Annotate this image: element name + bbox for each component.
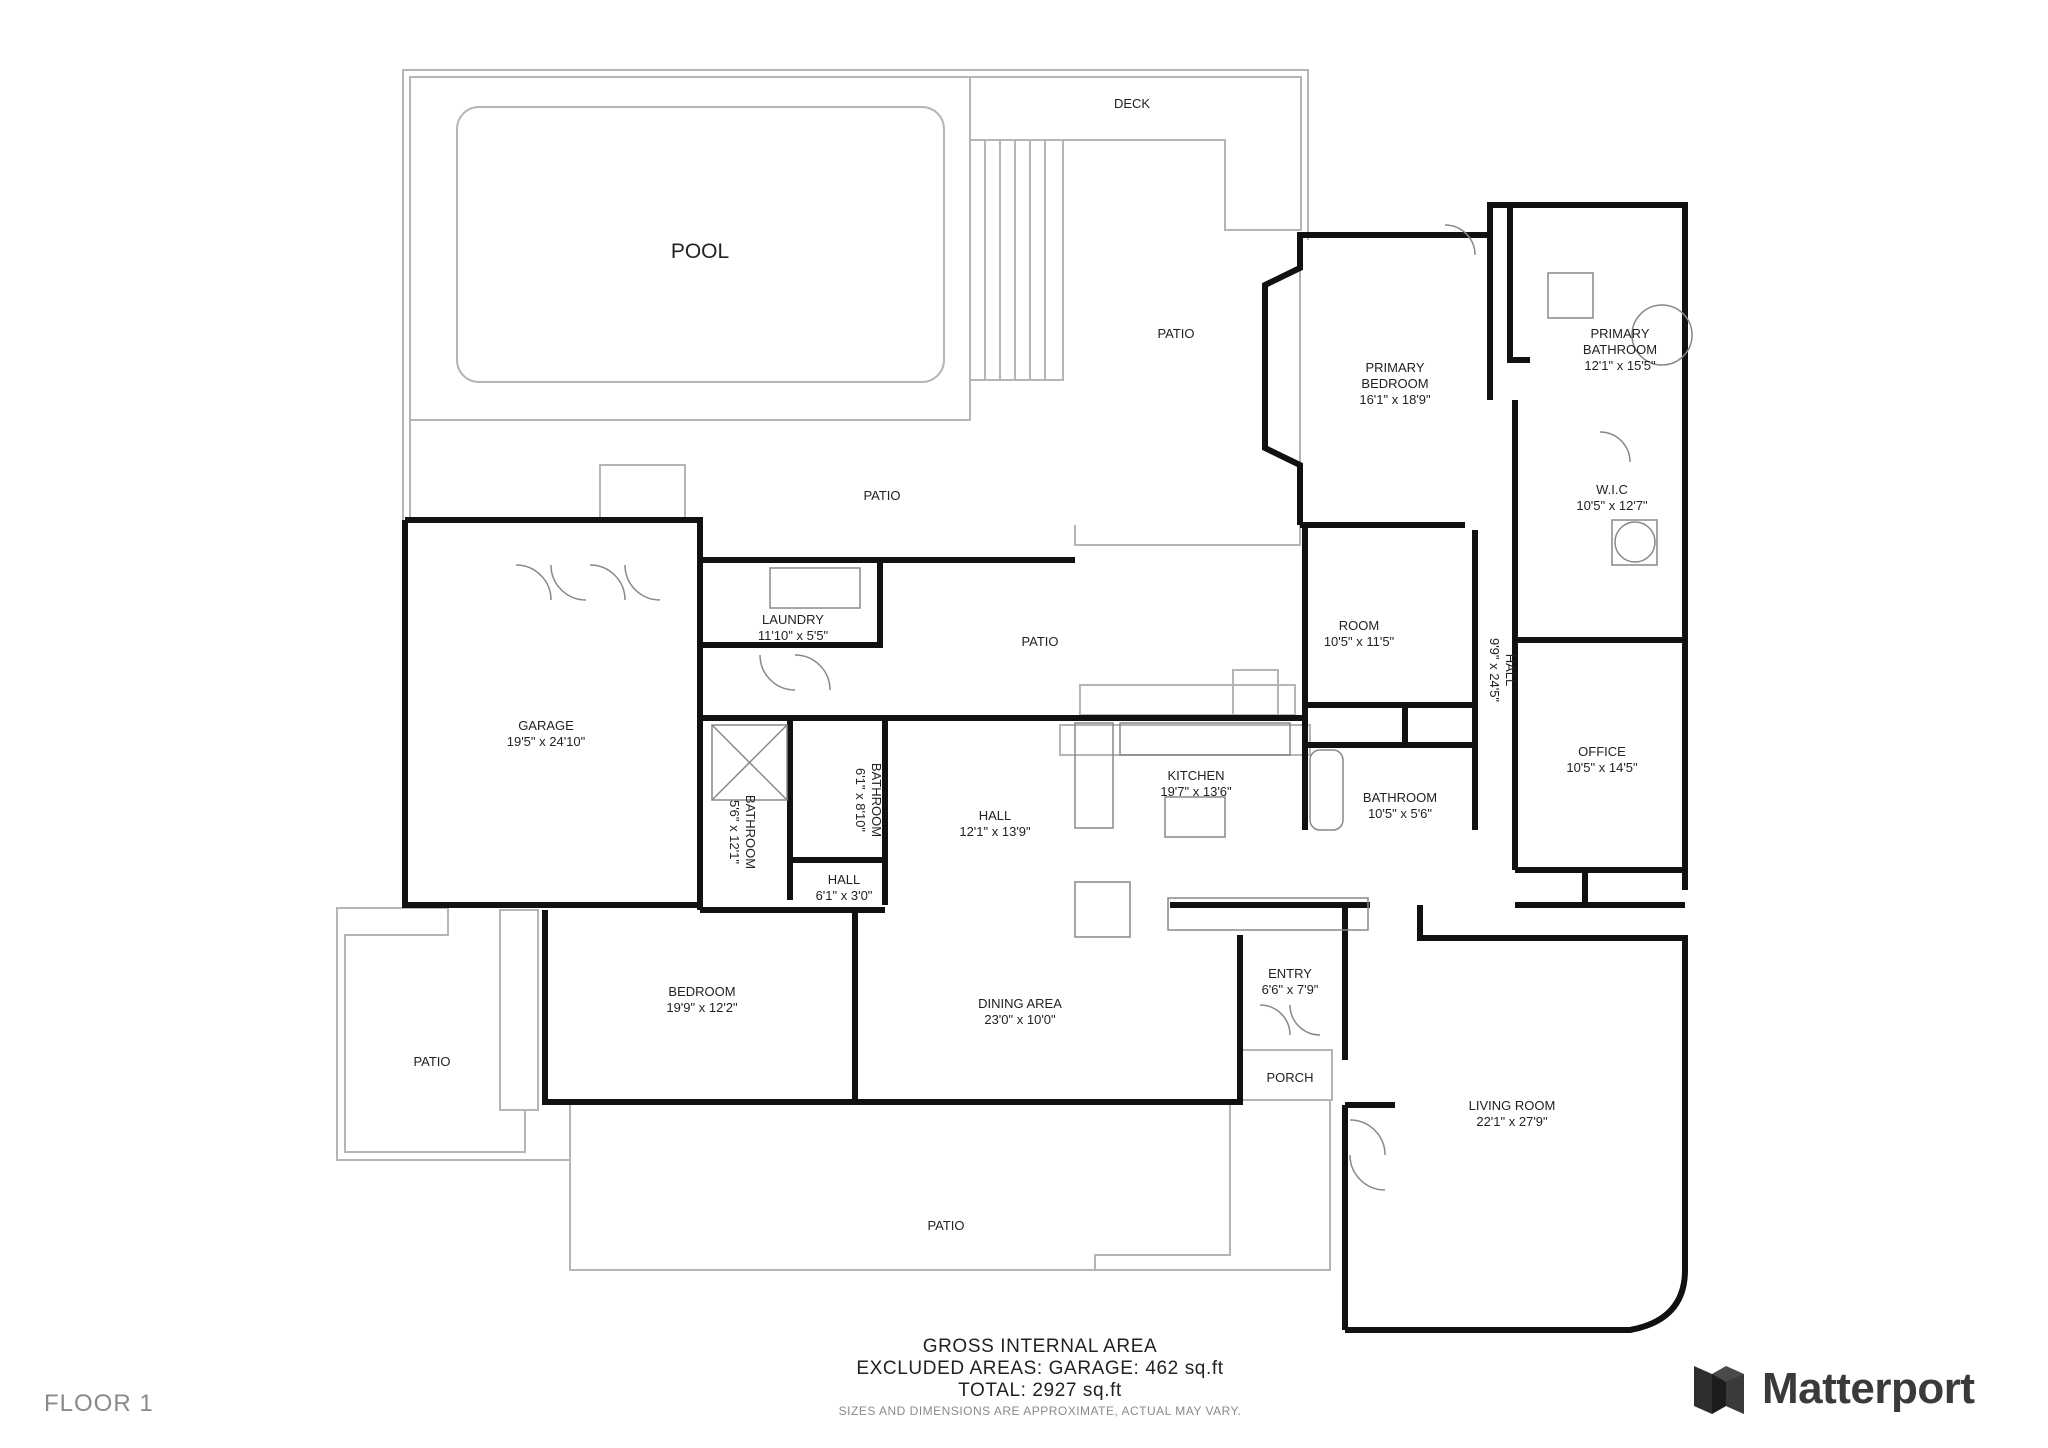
brand: Matterport <box>1690 1360 1975 1418</box>
excluded-areas: EXCLUDED AREAS: GARAGE: 462 sq.ft <box>856 1358 1224 1379</box>
pool-shape <box>456 106 945 383</box>
primary-bathroom-label-1: PRIMARY <box>1591 326 1650 341</box>
patio-bottom-outline <box>569 1100 1331 1271</box>
pool-stairs <box>969 139 1064 381</box>
primary-bedroom-size: 16'1" x 18'9" <box>1359 392 1431 407</box>
bathroom-b-label: BATHROOM <box>869 763 884 837</box>
bathroom-c-label: BATHROOM <box>1363 790 1437 805</box>
bathroom-c-size: 10'5" x 5'6" <box>1368 806 1432 821</box>
office-size: 10'5" x 14'5" <box>1566 760 1638 775</box>
exterior-outlines <box>336 69 1333 1271</box>
area-summary: GROSS INTERNAL AREA EXCLUDED AREAS: GARA… <box>760 1336 1320 1418</box>
primary-bathroom-wall <box>1487 202 1530 363</box>
room-label: ROOM <box>1339 618 1379 633</box>
floor-label: FLOOR 1 <box>44 1390 154 1417</box>
living-label: LIVING ROOM <box>1469 1098 1556 1113</box>
patio-inner-label: PATIO <box>1021 634 1058 649</box>
laundry-label: LAUNDRY <box>762 612 824 627</box>
patio-mid-outline <box>1074 240 1301 546</box>
bathtub <box>1309 749 1344 831</box>
hall-small-size: 6'1" x 3'0" <box>816 888 873 903</box>
dining-label: DINING AREA <box>978 996 1062 1011</box>
primary-bathtub <box>1631 304 1693 366</box>
bathroom-a-label: BATHROOM <box>743 795 758 869</box>
patio-mid-label: PATIO <box>863 488 900 503</box>
matterport-logo-icon <box>1694 1366 1744 1414</box>
kitchen-island <box>1164 796 1226 838</box>
entry-label: ENTRY <box>1268 966 1312 981</box>
hall-long-label: HALL <box>1503 654 1518 687</box>
walls <box>402 202 1688 1333</box>
garage-size: 19'5" x 24'10" <box>507 734 586 749</box>
wic-label: W.I.C <box>1596 482 1628 497</box>
bedroom-label: BEDROOM <box>668 984 735 999</box>
laundry-machines <box>769 567 861 609</box>
bathroom-b-size: 6'1" x 8'10" <box>853 768 868 832</box>
gross-area-title: GROSS INTERNAL AREA <box>922 1336 1158 1357</box>
patio-left-outline <box>336 907 571 1161</box>
primary-bedroom-label-2: BEDROOM <box>1361 376 1428 391</box>
hall-long-size: 9'9" x 24'5" <box>1487 638 1502 702</box>
hall-small-label: HALL <box>828 872 861 887</box>
kitchen-size: 19'7" x 13'6" <box>1160 784 1232 799</box>
office-label: OFFICE <box>1578 744 1626 759</box>
primary-bedroom-label-1: PRIMARY <box>1366 360 1425 375</box>
patio-bottom-label: PATIO <box>927 1218 964 1233</box>
living-room-wall <box>1417 905 1688 1270</box>
hall-main-size: 12'1" x 13'9" <box>959 824 1031 839</box>
kitchen-counter <box>1167 897 1369 931</box>
laundry-size: 11'10" x 5'5" <box>758 628 829 643</box>
living-size: 22'1" x 27'9" <box>1476 1114 1548 1129</box>
primary-bathroom-size: 12'1" x 15'5" <box>1584 358 1656 373</box>
room-labels: POOL DECK PATIO PATIO PATIO PATIO PATIO … <box>413 96 1657 1233</box>
patio-top-label: PATIO <box>1157 326 1194 341</box>
room-size: 10'5" x 11'5" <box>1324 634 1395 649</box>
kitchen-label: KITCHEN <box>1167 768 1224 783</box>
total-area: TOTAL: 2927 sq.ft <box>958 1380 1122 1401</box>
bedroom-size: 19'9" x 12'2" <box>666 1000 738 1015</box>
patio-left-label: PATIO <box>413 1054 450 1069</box>
garage-label: GARAGE <box>518 718 574 733</box>
porch-label: PORCH <box>1267 1070 1314 1085</box>
patio-door-box <box>599 464 686 521</box>
pool-label: POOL <box>671 240 729 263</box>
pool-deck-inner <box>409 76 971 520</box>
dining-table <box>1074 881 1131 938</box>
entry-size: 6'6" x 7'9" <box>1262 982 1319 997</box>
hall-main-label: HALL <box>979 808 1012 823</box>
brand-name: Matterport <box>1762 1364 1975 1413</box>
primary-bathroom-label-2: BATHROOM <box>1583 342 1657 357</box>
disclaimer: SIZES AND DIMENSIONS ARE APPROXIMATE, AC… <box>838 1404 1242 1418</box>
wic-size: 10'5" x 12'7" <box>1576 498 1648 513</box>
dining-size: 23'0" x 10'0" <box>984 1012 1056 1027</box>
bathroom-a-size: 5'6" x 12'1" <box>727 800 742 864</box>
fixtures <box>515 224 1693 1191</box>
deck-label: DECK <box>1114 96 1150 111</box>
pool-deck-outline <box>402 69 1309 520</box>
bedroom-wall <box>542 910 1243 1105</box>
primary-bedroom-wall <box>1262 232 1493 525</box>
